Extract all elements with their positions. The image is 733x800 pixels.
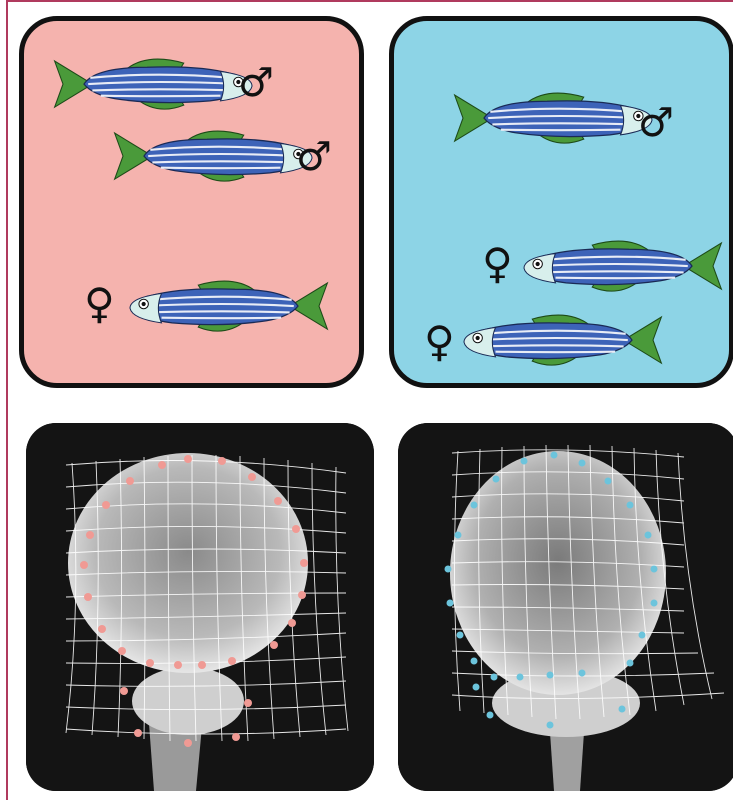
fish-male-1 [55, 59, 252, 109]
fish-female-2 [524, 241, 721, 291]
tank-panel-left: ♂ ♂ ♀ [19, 16, 364, 388]
embryo-image-right [398, 423, 733, 791]
fish-male-3 [455, 93, 652, 143]
male-symbol-1: ♂ [238, 63, 274, 103]
fish-male-2 [115, 131, 312, 181]
male-symbol-2: ♂ [296, 137, 332, 177]
female-symbol-2: ♀ [482, 243, 513, 285]
tank-panel-right: ♂ ♀ ♀ [389, 16, 733, 388]
female-symbol-1: ♀ [84, 283, 115, 325]
female-symbol-3: ♀ [424, 321, 455, 363]
male-symbol-3: ♂ [638, 103, 674, 143]
fish-female-3 [464, 315, 661, 365]
fish-female-1 [130, 281, 327, 331]
embryo-image-left [26, 423, 374, 791]
